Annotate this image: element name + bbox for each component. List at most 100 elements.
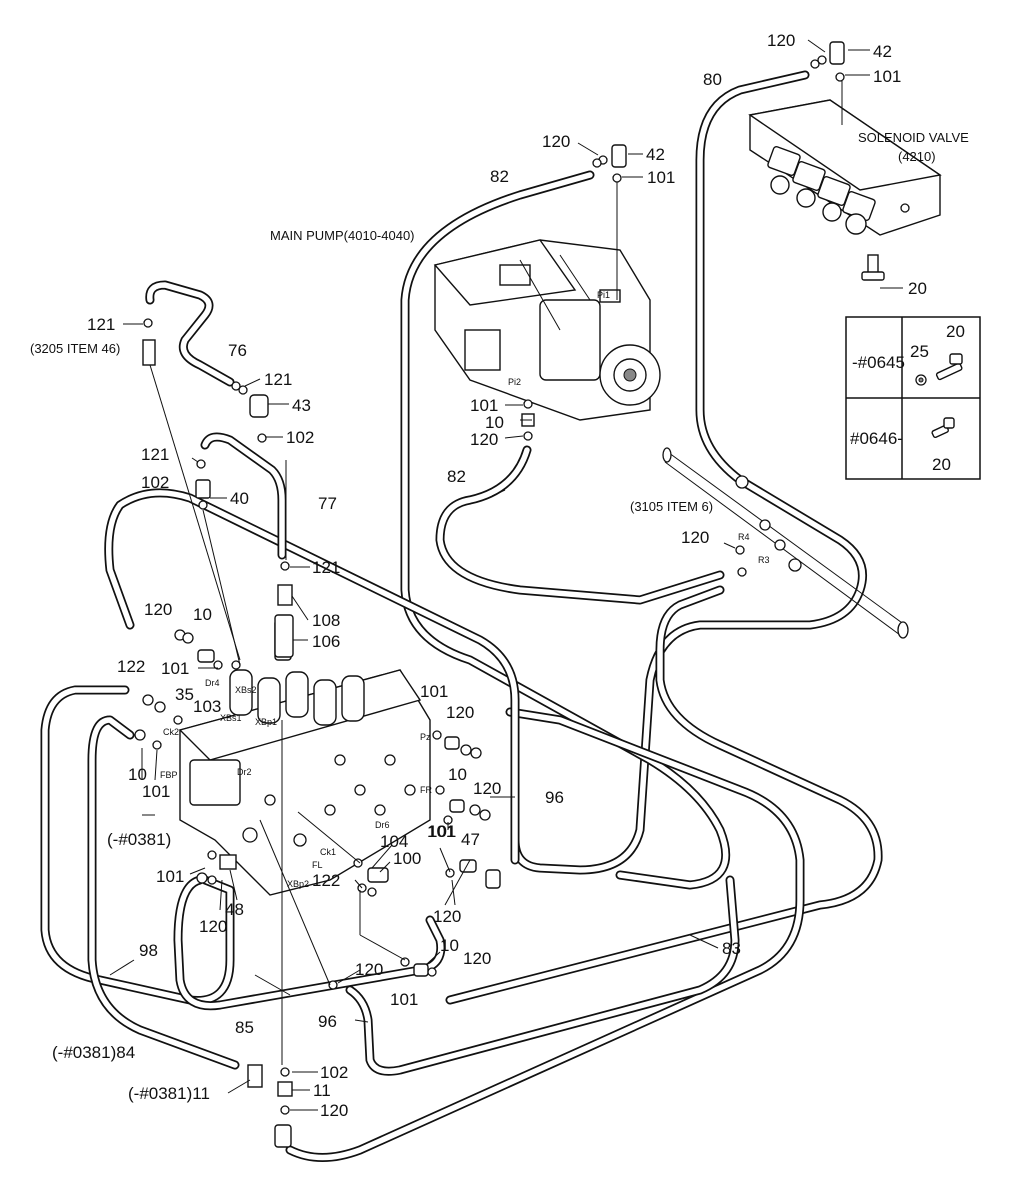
- callout: 101: [161, 659, 189, 678]
- callout: 96: [545, 788, 564, 807]
- serial-number-table: -#0645 25 20 #0646- 20: [845, 316, 981, 480]
- callout: (-#0381): [107, 830, 171, 849]
- callout: 102: [141, 473, 169, 492]
- callout: 102: [320, 1063, 348, 1082]
- callout: 120: [144, 600, 172, 619]
- callout-numbers: 120 42 80 101 120 42 82 101 20 121 76 12…: [52, 31, 927, 1120]
- callout: 120: [463, 949, 491, 968]
- callout: 121: [312, 558, 340, 577]
- callout: 85: [235, 1018, 254, 1037]
- callout: 121: [87, 315, 115, 334]
- port-fbp: FBP: [160, 770, 178, 780]
- solenoid-valve: [748, 99, 942, 281]
- callout: 10: [448, 765, 467, 784]
- hose-82-lower: [435, 445, 725, 605]
- solenoid-valve-label: SOLENOID VALVE: [858, 130, 969, 145]
- callout: 101: [470, 396, 498, 415]
- main-control-valve: [178, 619, 431, 896]
- port-pi2: Pi2: [508, 377, 521, 387]
- callout: 82: [490, 167, 509, 186]
- callout: 10: [128, 765, 147, 784]
- main-pump-label: MAIN PUMP(4010-4040): [270, 228, 415, 243]
- callout: 122: [117, 657, 145, 676]
- callout: 120: [199, 917, 227, 936]
- ref-3205-label: (3205 ITEM 46): [30, 341, 120, 356]
- port-r3: R3: [758, 555, 770, 565]
- port-dr6: Dr6: [375, 820, 390, 830]
- table-row1-part-b: 20: [946, 322, 965, 341]
- callout: 120: [767, 31, 795, 50]
- port-xbp1: XBp1: [255, 717, 277, 727]
- callout: 100: [393, 849, 421, 868]
- callout: 120: [320, 1101, 348, 1120]
- main-pump: [433, 239, 661, 421]
- callout: (-#0381)84: [52, 1043, 135, 1062]
- callout: 120: [473, 779, 501, 798]
- fittings: [134, 41, 845, 1148]
- table-row1-range: -#0645: [852, 353, 905, 372]
- callout: 20: [908, 279, 927, 298]
- port-dr2: Dr2: [237, 767, 252, 777]
- callout: 101: [647, 168, 675, 187]
- port-pi1: Pi1: [597, 290, 610, 300]
- return-pipe-3105: [662, 447, 909, 639]
- callout: 96: [318, 1012, 337, 1031]
- callout: 122: [312, 871, 340, 890]
- port-fl: FL: [312, 860, 323, 870]
- ref-3105-label: (3105 ITEM 6): [630, 499, 713, 514]
- callout: 102: [286, 428, 314, 447]
- callout: 106: [312, 632, 340, 651]
- callout: (-#0381)11: [128, 1084, 210, 1103]
- port-pz: Pz: [420, 732, 431, 742]
- port-xbs1: XBs1: [220, 713, 242, 723]
- callout: 101: [428, 822, 456, 841]
- callout: 101: [156, 867, 184, 886]
- callout: 42: [873, 42, 892, 61]
- callout: 82: [447, 467, 466, 486]
- hose-lines: [40, 70, 883, 1162]
- callout: 103: [193, 697, 221, 716]
- callout: 98: [139, 941, 158, 960]
- port-r4: R4: [738, 532, 750, 542]
- solenoid-valve-number: (4210): [898, 149, 936, 164]
- callout: 120: [433, 907, 461, 926]
- callout: 101: [427, 822, 455, 841]
- callout: 11: [313, 1081, 331, 1100]
- callout: 40: [230, 489, 249, 508]
- callout: 101: [390, 990, 418, 1009]
- callout: 10: [193, 605, 212, 624]
- table-row2-range: #0646-: [850, 429, 903, 448]
- callout: 101: [873, 67, 901, 86]
- table-row2-part: 20: [932, 455, 951, 474]
- callout: 77: [318, 494, 337, 513]
- callout: 42: [646, 145, 665, 164]
- port-ck2: Ck2: [163, 727, 179, 737]
- callout: 83: [722, 939, 741, 958]
- callout: 43: [292, 396, 311, 415]
- table-row1-part-a: 25: [910, 342, 929, 361]
- callout: 120: [542, 132, 570, 151]
- callout: 80: [703, 70, 722, 89]
- port-xbs2: XBs2: [235, 685, 257, 695]
- callout: 10: [485, 413, 504, 432]
- port-dr4: Dr4: [205, 678, 220, 688]
- port-fr: FR: [420, 785, 432, 795]
- component-labels: SOLENOID VALVE (4210) MAIN PUMP(4010-404…: [30, 130, 969, 514]
- leader-lines: [109, 39, 903, 1111]
- callout: 120: [470, 430, 498, 449]
- port-ck1: Ck1: [320, 847, 336, 857]
- port-xbp2: XBp2: [287, 879, 309, 889]
- callout: 104: [380, 832, 408, 851]
- callout: 121: [141, 445, 169, 464]
- callout: 120: [446, 703, 474, 722]
- callout: 121: [264, 370, 292, 389]
- callout: 47: [461, 830, 480, 849]
- callout: 35: [175, 685, 194, 704]
- callout: 48: [225, 900, 244, 919]
- callout: 101: [420, 682, 448, 701]
- callout: 120: [355, 960, 383, 979]
- port-labels: Pi1 Pi2 R4 R3 Dr4 XBs2 XBs1 XBp1 Ck2 FBP…: [160, 290, 770, 889]
- callout: 108: [312, 611, 340, 630]
- callout: 120: [681, 528, 709, 547]
